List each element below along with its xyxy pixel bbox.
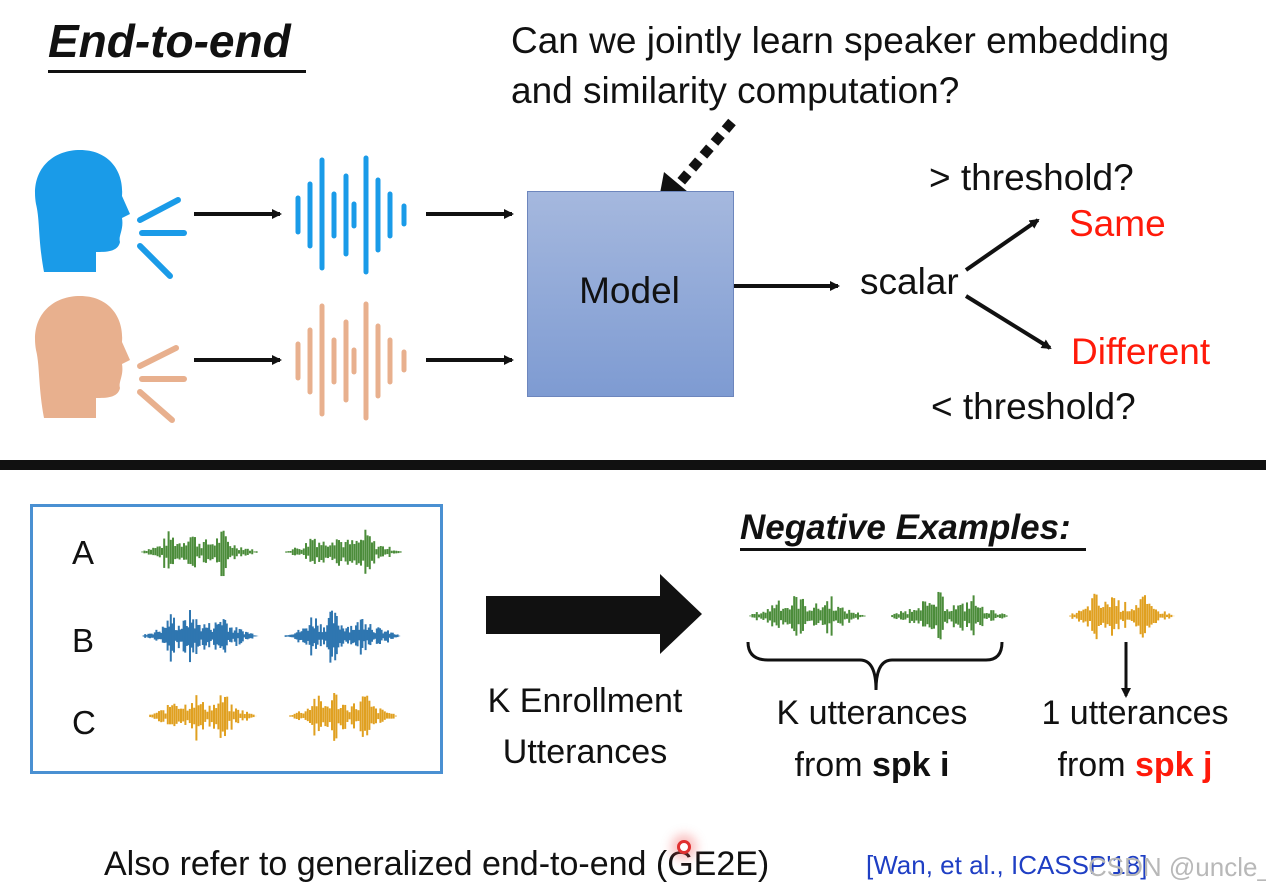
curly-brace-icon [746, 641, 1004, 691]
different-label: Different [1071, 331, 1211, 372]
scalar-label: scalar [860, 261, 959, 302]
model-label: Model [579, 270, 680, 311]
from-spk-i-label: from spk i [752, 746, 992, 785]
same-label: Same [1069, 203, 1166, 244]
upper-threshold-label: > threshold? [929, 157, 1134, 198]
citation-link[interactable]: [Wan, et al., ICASSP'18] [866, 850, 1148, 880]
footer-text: Also refer to generalized end-to-end (GE… [104, 845, 770, 883]
k-utterances-label: K utterances [776, 694, 968, 732]
audio-waveform-icon [149, 693, 397, 741]
speaking-head-icon [35, 150, 130, 272]
spk-j: spk j [1134, 746, 1213, 784]
negative-examples-title: Negative Examples: [740, 508, 1071, 547]
audio-waveform-icon [1069, 593, 1175, 640]
speaker-label-c: C [72, 704, 96, 741]
page-title: End-to-end [48, 15, 291, 67]
enrollment-label-line-1: K Enrollment [487, 682, 683, 720]
cursor-indicator [677, 840, 691, 854]
from-prefix: from [1057, 746, 1135, 784]
negative-title-underline [740, 548, 1086, 551]
arrow-icon [964, 294, 1052, 350]
question-line-2: and similarity computation? [511, 70, 960, 111]
model-box [527, 191, 734, 397]
arrow-icon [964, 218, 1040, 272]
watermark: CSDN @uncle_ll [1088, 852, 1266, 882]
question-line-1: Can we jointly learn speaker embedding [511, 20, 1170, 61]
big-arrow-icon [486, 574, 702, 654]
sound-wave-icon [295, 155, 407, 275]
enrollment-box [30, 504, 443, 774]
speaker-label-a: A [72, 534, 95, 571]
enrollment-label-line-2: Utterances [502, 733, 668, 771]
audio-waveform-icon [749, 591, 1008, 640]
section-divider [0, 460, 1266, 470]
speaker-label-b: B [72, 622, 95, 659]
speech-lines-icon [137, 197, 187, 279]
audio-waveform-icon [142, 610, 401, 663]
title-underline [48, 70, 306, 73]
one-utterance-label: 1 utterances [1041, 694, 1229, 732]
dotted-arrow-icon [668, 118, 736, 196]
from-spk-j-label: from spk j [1022, 746, 1248, 785]
sound-wave-icon [295, 301, 407, 421]
speech-lines-icon [137, 345, 187, 423]
speaking-head-icon [35, 296, 130, 418]
lower-threshold-label: < threshold? [931, 386, 1136, 427]
spk-i: spk i [871, 746, 950, 784]
from-prefix: from [794, 746, 872, 784]
audio-waveform-icon [141, 529, 402, 577]
